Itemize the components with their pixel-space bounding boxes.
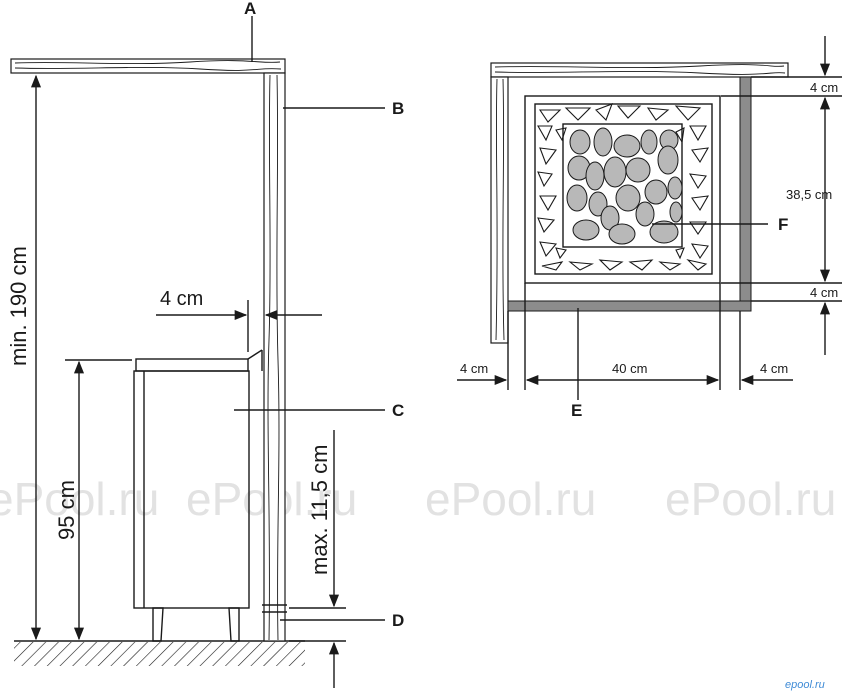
label-a: A xyxy=(244,0,256,18)
right-gap-label: 4 cm xyxy=(760,361,788,376)
min-height-label: min. 190 cm xyxy=(6,246,31,366)
watermark-text: ePool.ru xyxy=(425,473,596,525)
side-leaders: A B C D xyxy=(234,0,404,630)
dim-top-view-horizontal: 4 cm 40 cm 4 cm xyxy=(457,283,793,390)
bottom-gap-label: 4 cm xyxy=(810,285,838,300)
right-panel xyxy=(739,76,752,311)
label-b: B xyxy=(392,99,404,118)
width-label: 40 cm xyxy=(612,361,647,376)
label-e: E xyxy=(571,401,582,420)
heater-height-label: 95 cm xyxy=(54,480,79,540)
dim-min-height: min. 190 cm xyxy=(6,74,42,641)
top-wall-plank xyxy=(490,62,789,78)
floor xyxy=(14,640,305,666)
floor-gap-label: max. 11,5 cm xyxy=(307,445,332,575)
left-wall-plank xyxy=(490,76,509,344)
wall-plank xyxy=(262,72,287,642)
dim-floor-gap: max. 11,5 cm xyxy=(289,430,346,688)
left-gap-label: 4 cm xyxy=(460,361,488,376)
ceiling-plank xyxy=(10,58,286,74)
label-f: F xyxy=(778,215,788,234)
wall-gap-label: 4 cm xyxy=(160,288,203,310)
dim-heater-height: 95 cm xyxy=(54,359,132,641)
watermark-text: ePool.ru xyxy=(665,473,836,525)
label-c: C xyxy=(392,401,404,420)
bottom-panel xyxy=(507,300,752,312)
sauna-stones xyxy=(566,127,683,245)
depth-label: 38,5 cm xyxy=(786,187,832,202)
dim-wall-gap: 4 cm xyxy=(156,288,322,352)
heater-body xyxy=(133,349,263,642)
dim-top-view-vertical: 4 cm 38,5 cm 4 cm xyxy=(721,36,842,355)
top-gap-label: 4 cm xyxy=(810,80,838,95)
corner-watermark: epool.ru xyxy=(785,679,825,691)
watermark-row: ePool.ru ePool.ru ePool.ru ePool.ru xyxy=(0,473,836,525)
label-d: D xyxy=(392,611,404,630)
